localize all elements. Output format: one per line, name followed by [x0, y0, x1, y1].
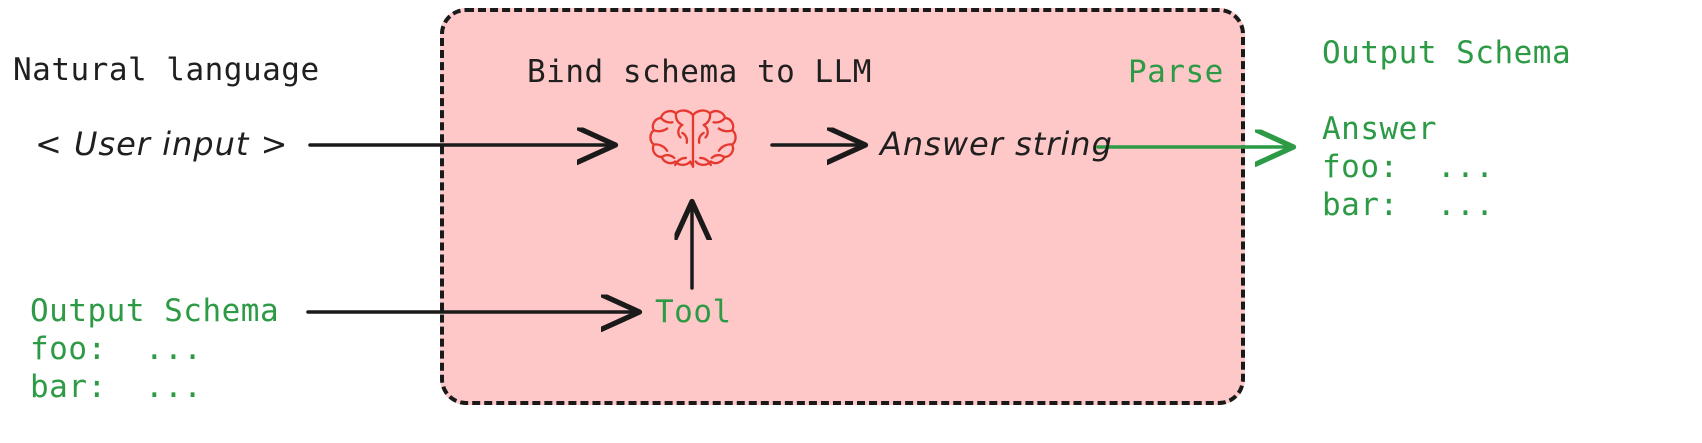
answer-string-label: Answer string	[880, 125, 1113, 163]
tool-label: Tool	[655, 294, 732, 330]
output-schema-block: Output Schema Answer foo: ... bar: ...	[1322, 35, 1572, 223]
llm-panel	[440, 8, 1245, 405]
input-output-schema-block: Output Schema foo: ... bar: ...	[30, 293, 280, 405]
parse-label: Parse	[1128, 54, 1224, 90]
bind-schema-label: Bind schema to LLM	[527, 54, 872, 90]
user-input-text: < User input >	[35, 125, 289, 163]
natural-language-label: Natural language	[13, 52, 320, 88]
brain-icon	[649, 109, 737, 169]
